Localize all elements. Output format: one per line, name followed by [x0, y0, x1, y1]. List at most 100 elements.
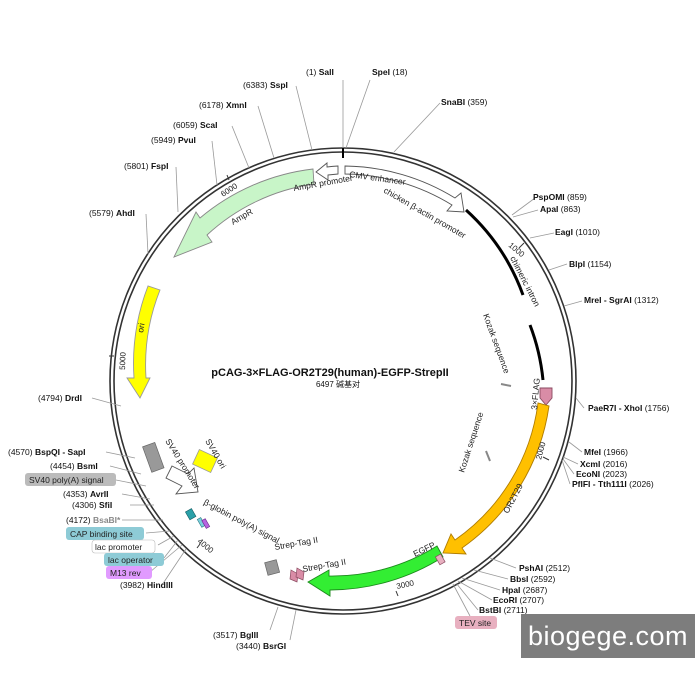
leader-drdi: [91, 397, 122, 407]
site-bglii: (3517) BglII: [213, 630, 258, 640]
site-spei: SpeI (18): [372, 67, 408, 77]
m13-marker: [201, 518, 211, 529]
site-pvui: (5949) PvuI: [151, 135, 196, 145]
tick-label-5000: 5000: [118, 351, 128, 370]
intron-track: [528, 324, 545, 381]
sv40-promoter-arrow: [165, 465, 199, 495]
tag-lac-operator-bg: [104, 553, 164, 566]
site-mfei: MfeI (1966): [584, 447, 628, 457]
site-ahdi: (5579) AhdI: [89, 208, 135, 218]
tick-label-4000: 4000: [196, 537, 216, 556]
sv40-polya-box: [142, 442, 165, 473]
leader-sv40polya: [115, 479, 147, 487]
leader-tev: [452, 583, 471, 617]
tag-sv40-polya: SV40 poly(A) signal: [25, 473, 116, 486]
site-sspi: (6383) SspI: [243, 80, 288, 90]
leader-pspomi: [511, 197, 536, 216]
tick-2000: [542, 456, 550, 461]
label-ori: ori: [135, 322, 147, 333]
plasmid-title: pCAG-3×FLAG-OR2T29(human)-EGFP-StrepII: [211, 367, 448, 379]
tag-tev-site: TEV site: [455, 616, 497, 629]
leader-bbsi: [473, 569, 509, 580]
leader-eagi: [529, 232, 555, 239]
site-pshai: PshAI (2512): [519, 563, 570, 573]
leader-blpi: [548, 263, 568, 271]
site-mrei: MreI - SgrAI (1312): [584, 295, 659, 305]
tick-4000: [196, 543, 201, 549]
tag-m13-rev-bg: [106, 566, 152, 579]
tag-sv40-polya-bg: [25, 473, 116, 486]
ampr-promoter-arrow: [315, 162, 339, 181]
site-bstbi: BstBI (2711): [479, 605, 528, 615]
label-strep-tag-2: Strep-Tag II: [302, 556, 347, 573]
leader-bsrgi: [289, 609, 297, 641]
leader-bsmi: [109, 465, 142, 475]
leader-lac-operator: [163, 539, 179, 559]
tick-label-3000: 3000: [396, 578, 416, 591]
leader-ecori: [457, 580, 493, 601]
cmv-enhancer-arrow: [344, 165, 465, 213]
chicken-actin-track: [464, 208, 525, 296]
watermark: biogege.com: [521, 614, 695, 658]
tag-m13-rev: M13 rev: [106, 566, 152, 579]
leader-scai: [231, 125, 250, 169]
tag-cap-binding-bg: [66, 527, 144, 540]
leader-bspqi: [105, 451, 136, 459]
leader-mfei: [568, 441, 583, 453]
site-bsrgi: (3440) BsrGI: [236, 641, 286, 651]
site-xmni: (6178) XmnI: [199, 100, 247, 110]
cap-marker: [184, 508, 197, 521]
leader-hpai: [461, 577, 501, 591]
leader-pvui: [211, 140, 218, 186]
tev-marker: [434, 553, 446, 566]
label-kozak-1: Kozak sequence: [481, 312, 512, 375]
tag-tev-site-bg: [455, 616, 497, 629]
leader-lac-promoter: [157, 535, 175, 546]
beta-globin-box: [264, 559, 281, 576]
site-apai: ApaI (863): [540, 204, 581, 214]
site-drdi: (4794) DrdI: [38, 393, 82, 403]
site-xcmi: XcmI (2016): [580, 459, 627, 469]
site-pflfi: PflFI - Tth111I (2026): [572, 479, 654, 489]
tag-lac-operator-text: lac operator: [108, 555, 153, 565]
site-bspqi: (4570) BspQI - SapI: [8, 447, 86, 457]
site-hindiii: (3982) HindIII: [120, 580, 173, 590]
tag-lac-promoter: lac promoter: [91, 539, 156, 554]
label-chimeric-intron: chimeric intron: [508, 254, 542, 308]
leader-sspi: [295, 85, 313, 151]
leader-spei: [345, 79, 371, 149]
tag-sv40-polya-text: SV40 poly(A) signal: [29, 475, 104, 485]
leader-bglii: [269, 606, 279, 631]
site-bsmi: (4454) BsmI: [50, 461, 98, 471]
site-bsabi: (4172) BsaBI*: [66, 515, 121, 525]
leader-xcmi: [562, 456, 579, 465]
leader-apai: [512, 209, 539, 218]
label-flag: 3×FLAG: [529, 378, 542, 411]
leader-snabi: [393, 102, 441, 153]
label-beta-globin: β-globin poly(A) signal: [202, 497, 281, 545]
strep-tag-2-marker: [295, 567, 305, 581]
site-sali: (1) SalI: [306, 67, 334, 77]
site-blpi: BlpI (1154): [569, 259, 612, 269]
strep-tag-1-marker: [289, 569, 299, 583]
site-pspomi: PspOMI (859): [533, 192, 587, 202]
site-eagi: EagI (1010): [555, 227, 600, 237]
site-snabi: SnaBI (359): [441, 97, 487, 107]
tag-lac-operator: lac operator: [104, 553, 164, 566]
leader-fspi: [175, 166, 179, 213]
kozak-1-mark: [500, 383, 512, 387]
site-fspi: (5801) FspI: [124, 161, 168, 171]
kozak-2-mark: [485, 450, 491, 462]
flag-arrow: [539, 387, 553, 406]
site-ecori: EcoRI (2707): [493, 595, 544, 605]
site-hpai: HpaI (2687): [502, 585, 548, 595]
tick-1000: [518, 242, 525, 249]
leader-hindiii: [161, 548, 187, 586]
leader-pshai: [489, 557, 517, 569]
tag-cap-binding-text: CAP binding site: [70, 529, 133, 539]
leader-paer7i: [575, 397, 585, 409]
leader-m13: [149, 544, 183, 573]
ori-arrow: [126, 285, 161, 399]
tick-3000: [395, 590, 399, 597]
egfp-arrow: [307, 545, 444, 597]
